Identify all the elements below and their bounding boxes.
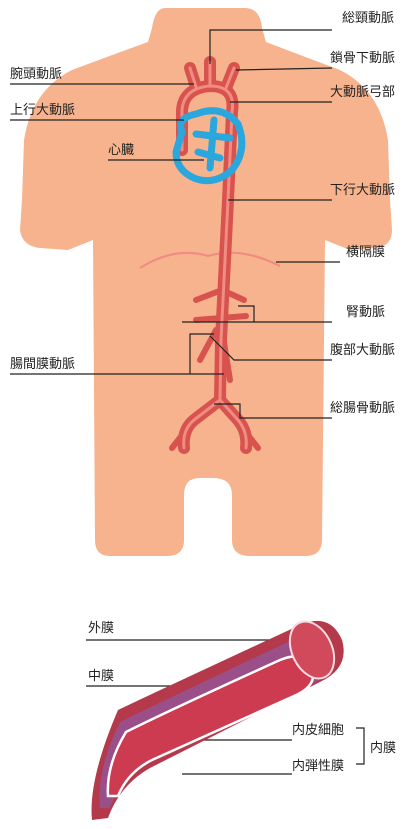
label-adventitia: 外膜: [88, 621, 114, 636]
label-diaphragm: 横隔膜: [346, 245, 385, 260]
label-common-carotid: 総頸動脈: [342, 11, 394, 26]
label-abdominal-aorta: 腹部大動脈: [330, 342, 395, 358]
vessel-cross-section: [92, 614, 344, 820]
label-mesenteric: 腸間膜動脈: [10, 357, 75, 372]
label-descending-aorta: 下行大動脈: [330, 183, 395, 198]
label-intima: 内膜: [370, 740, 396, 756]
label-subclavian: 鎖骨下動脈: [330, 50, 395, 66]
label-renal: 腎動脈: [346, 305, 385, 320]
label-ascending-aorta: 上行大動脈: [10, 103, 75, 118]
label-endothelium: 内皮細胞: [292, 722, 344, 738]
label-media: 中膜: [88, 669, 114, 684]
label-heart: 心臓: [108, 143, 134, 158]
label-brachiocephalic: 腕頭動脈: [10, 66, 62, 82]
label-aortic-arch: 大動脈弓部: [330, 85, 395, 100]
label-common-iliac: 総腸骨動脈: [330, 401, 395, 416]
label-elastic-lamina: 内弾性膜: [292, 758, 344, 774]
